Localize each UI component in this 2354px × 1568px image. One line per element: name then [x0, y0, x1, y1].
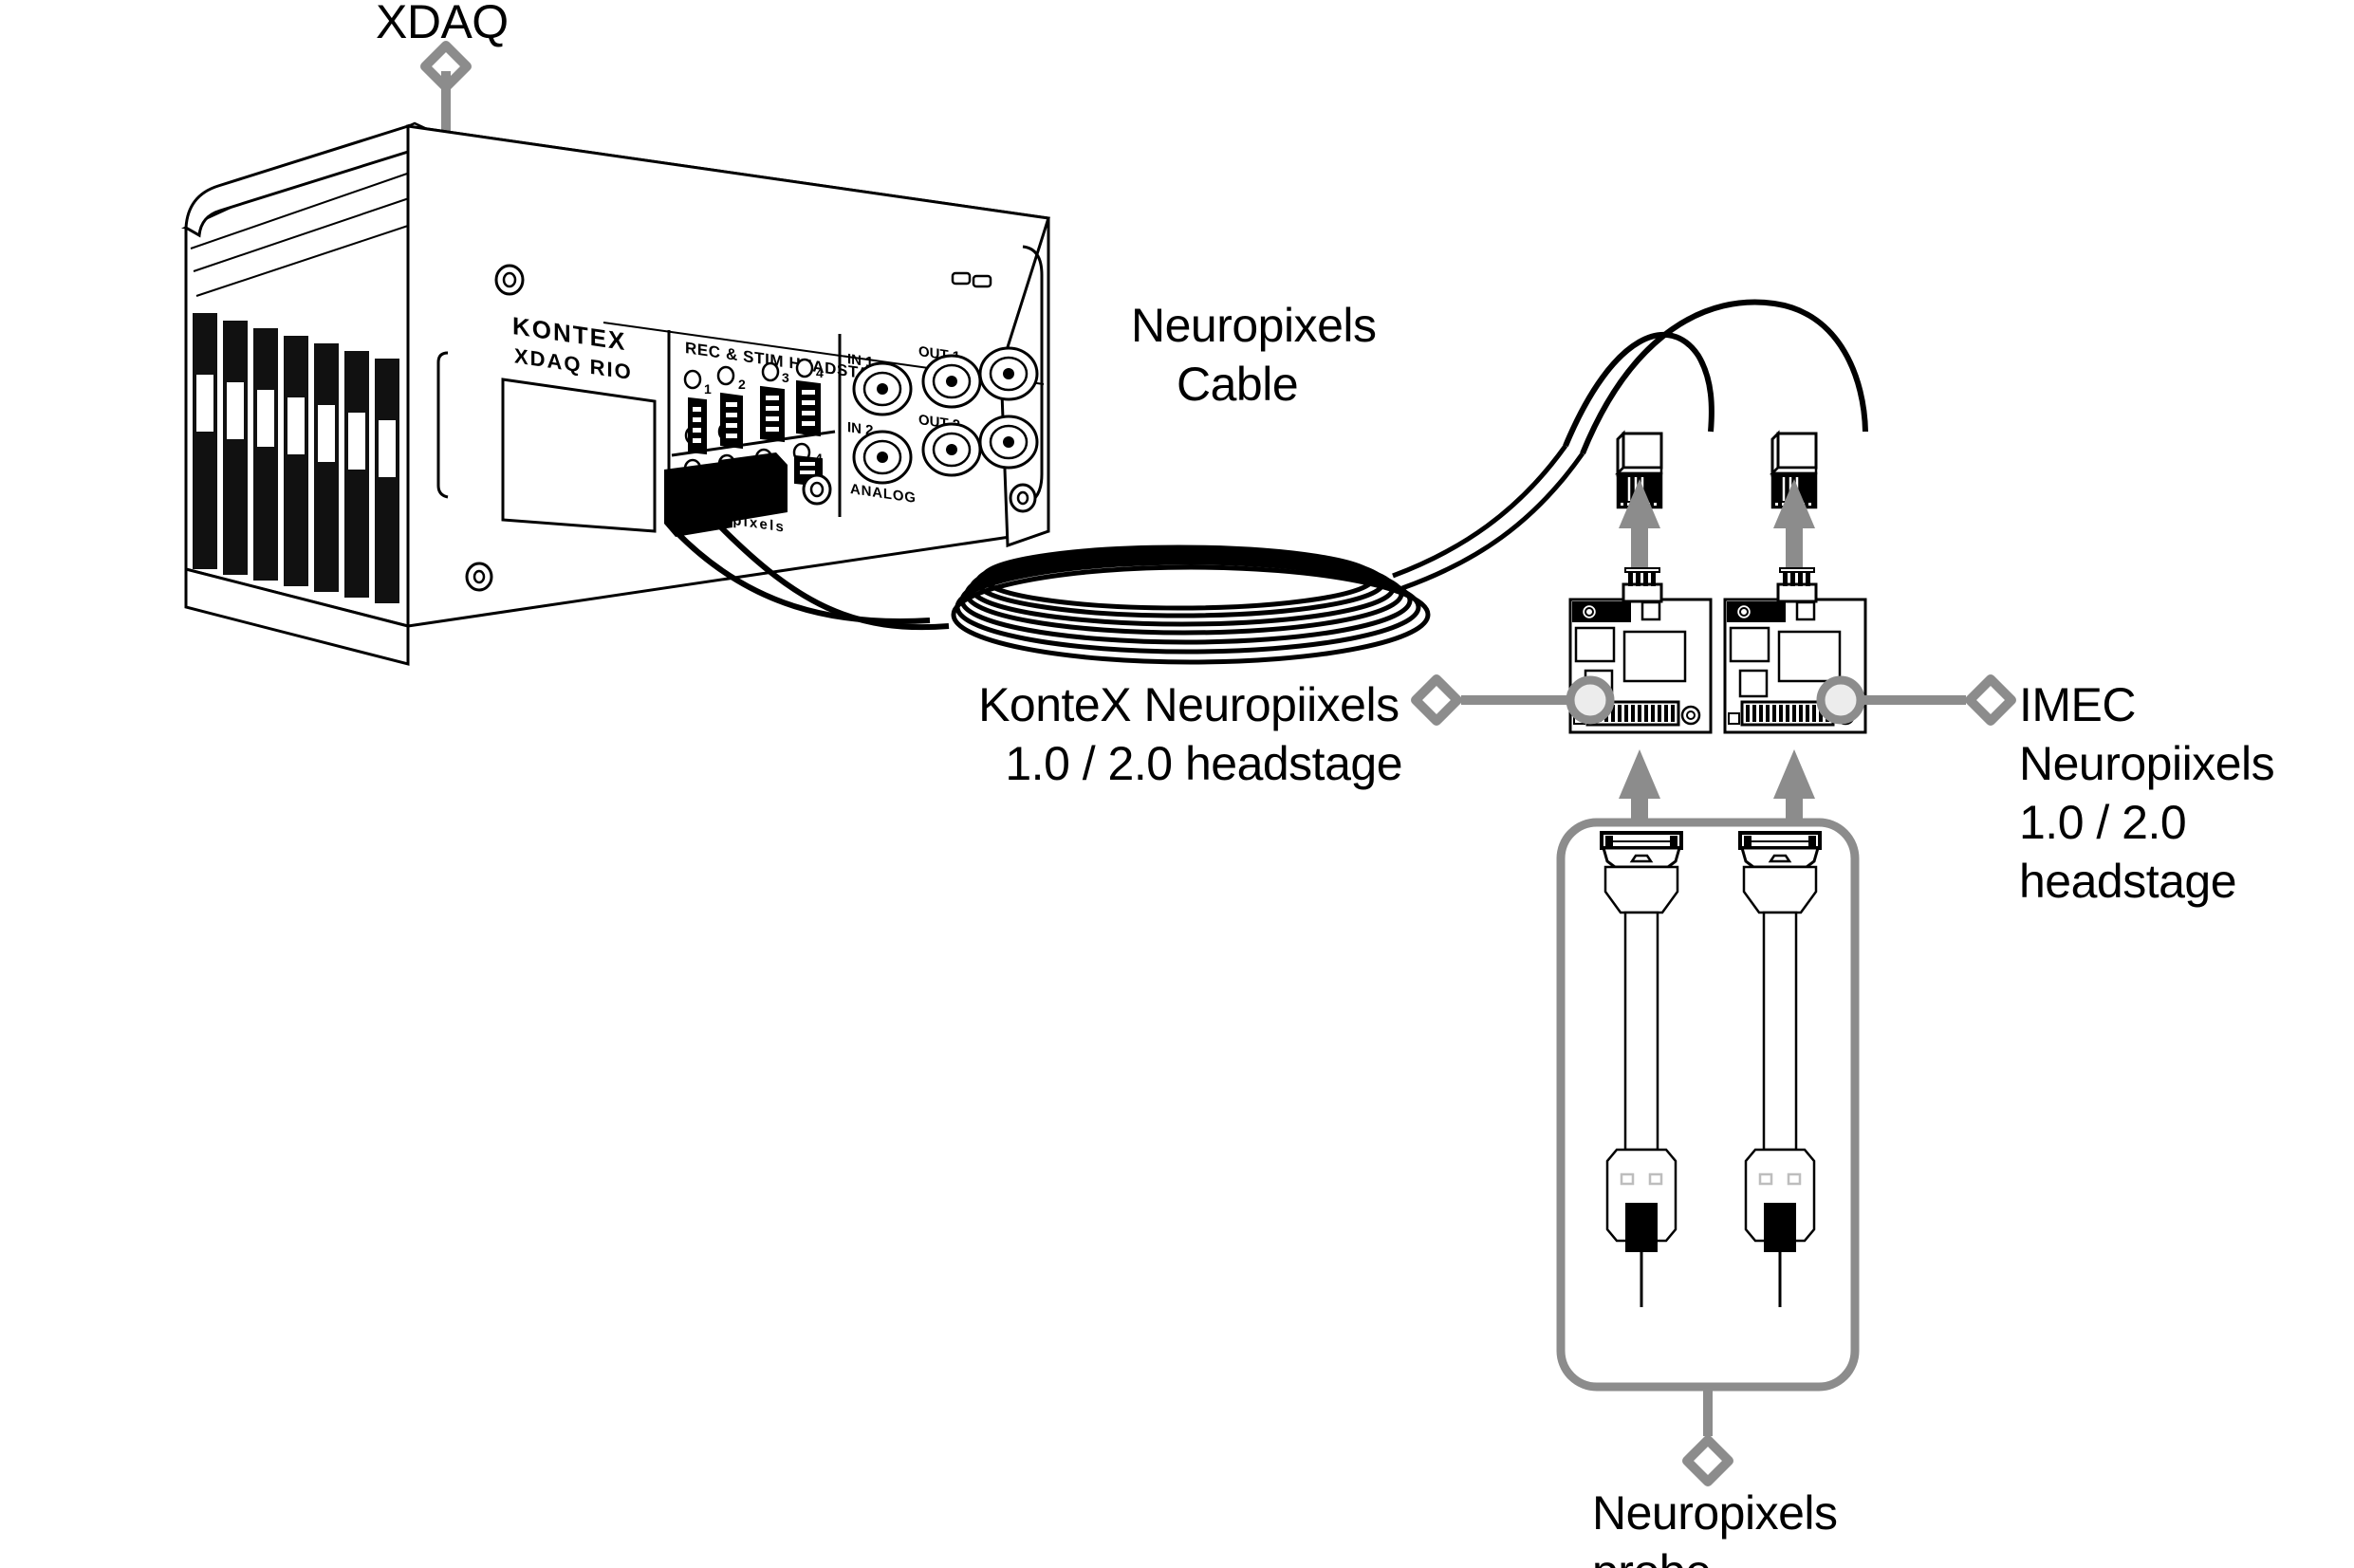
chassis-left-side [184, 123, 415, 666]
label-kontex-headstage: KonteX Neuropiixels 1.0 / 2.0 headstage [978, 678, 1412, 790]
neuropixels-cable-run [673, 525, 950, 631]
leader-neuropixels-probe [1682, 1387, 1733, 1486]
panel-screw-bottom-right [1009, 483, 1037, 513]
cable-arcs [1563, 299, 1868, 455]
leader-imec-headstage [1816, 674, 2016, 726]
panel-screw-top [494, 264, 525, 296]
port-number-1: 1 [704, 381, 712, 397]
leader-kontex-headstage [1411, 674, 1615, 726]
label-imec-headstage: IMEC Neuropiixels 1.0 / 2.0 headstage [2019, 678, 2288, 908]
cable-coil-exit [1392, 444, 1585, 591]
panel-indicator-pair [951, 271, 992, 288]
port-number-4: 4 [816, 365, 824, 380]
plugged-cable-connectors [664, 452, 788, 537]
panel-screw [802, 473, 832, 506]
label-xdaq: XDAQ [376, 0, 509, 48]
panel-screw-bottom-left [465, 562, 493, 592]
xdaq-device: KONTEX XDAQ RIO REC & STIM HEADSTAGES [180, 121, 1050, 666]
front-panel: KONTEX XDAQ RIO REC & STIM HEADSTAGES [406, 124, 1050, 628]
probe-group-frame [1556, 818, 1860, 1392]
label-neuropixels-cable: Neuropixels Cable [1131, 299, 1389, 411]
port-number-3: 3 [782, 370, 789, 385]
port-number-2: 2 [738, 377, 746, 392]
cable-coil [951, 544, 1431, 665]
label-neuropixels-probe: Neuropixels probe [1592, 1486, 1850, 1568]
